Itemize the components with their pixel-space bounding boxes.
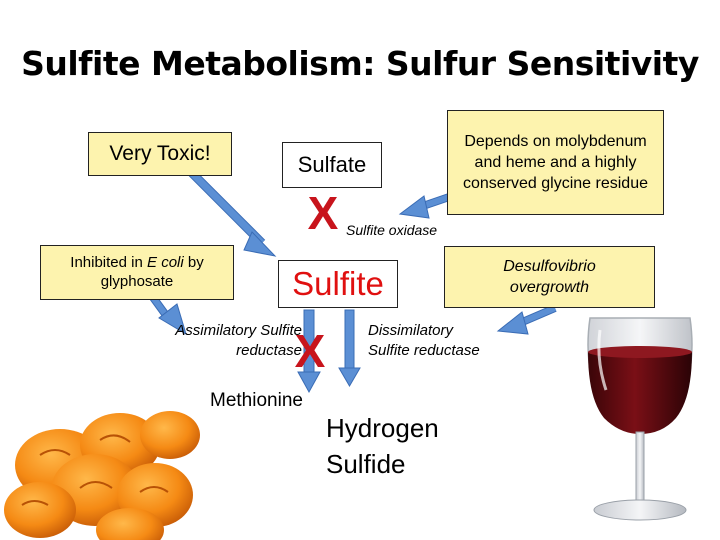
sulfite-oxidase-block-x: X: [307, 187, 339, 239]
sulfite-label: Sulfite: [292, 265, 384, 302]
dried-apricots-image: [4, 411, 200, 540]
sulfite-to-h2s-arrow: [338, 309, 361, 387]
methionine-label: Methionine: [210, 390, 303, 411]
assimilatory-block-x: X: [294, 325, 326, 377]
molybdenum-note-label: Depends on molybdenum and heme and a hig…: [463, 133, 648, 192]
glyphosate-suffix: by glyphosate: [100, 254, 204, 290]
toxic-to-sulfite-arrow: [188, 169, 277, 257]
sulfate-label: Sulfate: [297, 152, 367, 177]
dissimilatory-label: Dissimilatory Sulfite reductase: [368, 322, 480, 359]
desulfovibrio-arrow: [496, 304, 557, 335]
sulfite-oxidase-label: Sulfite oxidase: [346, 222, 438, 238]
molybdenum-note-box: Depends on molybdenum and heme and a hig…: [447, 110, 664, 215]
sulfite-to-methionine-arrow: [297, 309, 321, 394]
desulfovibrio-label: Desulfovibrio overgrowth: [503, 258, 596, 296]
very-toxic-label: Very Toxic!: [109, 142, 211, 165]
desulfovibrio-box: Desulfovibrio overgrowth: [444, 246, 655, 308]
hydrogen-sulfide-line1: Hydrogen: [326, 413, 439, 443]
red-wine-glass-image: [587, 317, 693, 521]
glyphosate-organism: E coli: [147, 254, 184, 271]
sulfate-box: Sulfate: [282, 142, 382, 188]
very-toxic-box: Very Toxic!: [88, 132, 232, 176]
sulfite-box: Sulfite: [278, 260, 398, 308]
hydrogen-sulfide-line2: Sulfide: [326, 449, 406, 479]
assimilatory-label: Assimilatory Sulfite reductase: [175, 322, 302, 359]
glyphosate-box: Inhibited in E coli by glyphosate: [40, 245, 234, 300]
glyphosate-prefix: Inhibited in: [70, 254, 148, 271]
page-title: Sulfite Metabolism: Sulfur Sensitivity: [21, 44, 699, 83]
hydrogen-sulfide-label: Hydrogen Sulfide: [326, 410, 486, 482]
